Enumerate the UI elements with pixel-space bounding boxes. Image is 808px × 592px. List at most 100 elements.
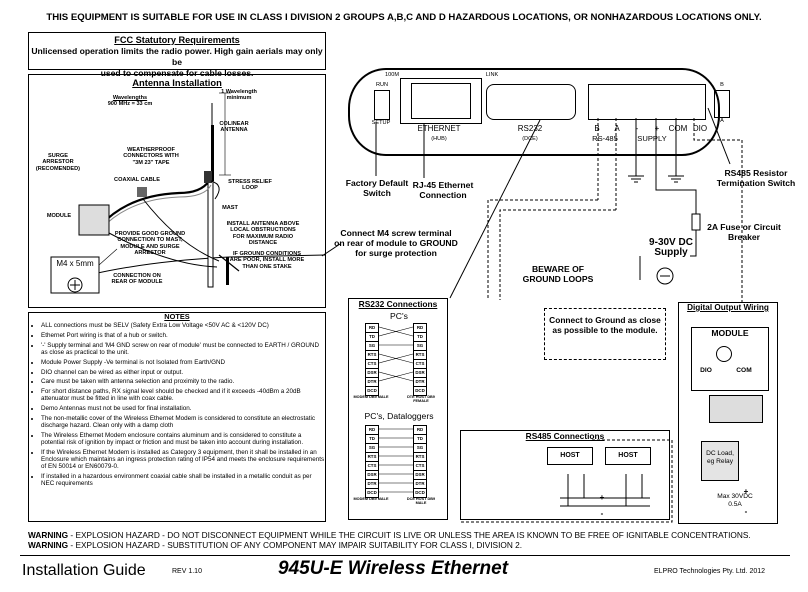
switch-a-label: A (720, 118, 724, 124)
rs485-plus-label: + (599, 493, 605, 502)
product-title: 945U-E Wireless Ethernet (278, 558, 509, 579)
connection-rear-label: CONNECTION ON REAR OF MODULE (111, 273, 163, 286)
pin-label: DCD (365, 488, 379, 498)
transistor-icon (716, 346, 732, 362)
connect-ground-note: Connect to Ground as close as possible t… (544, 308, 666, 360)
digital-module-label: MODULE (711, 328, 749, 338)
note-item: Module Power Supply -Ve terminal is not … (41, 359, 325, 366)
warning-line-2: WARNING - EXPLOSION HAZARD - SUBSTITUTIO… (28, 540, 523, 550)
dc-load: DC Load, eg Relay (701, 441, 739, 481)
fcc-line2: used to compensate for cable losses. (100, 68, 254, 78)
stress-relief-label: STRESS RELIEF LOOP (228, 179, 272, 192)
warnings-block: WARNING - EXPLOSION HAZARD - DO NOT DISC… (28, 530, 788, 550)
fcc-box: FCC Statutory Requirements Unlicensed op… (28, 32, 326, 78)
factory-default-switch[interactable] (374, 90, 390, 120)
max-rating-label: Max 30VDC 0.5A (717, 493, 753, 508)
digital-plus-label: + (743, 487, 749, 496)
antenna-installation-box: Antenna Installation Wavele (28, 74, 326, 308)
rs485-minus-label: - (600, 509, 604, 518)
modem-db9-label: MODEM DB9 MALE (353, 395, 389, 399)
note-item: Ethernet Port wiring is that of a hub or… (41, 332, 325, 339)
digital-heading: Digital Output Wiring (687, 303, 769, 312)
digital-minus-label: - (744, 507, 748, 516)
mast-label: MAST (222, 205, 238, 211)
beware-callout: BEWARE OF GROUND LOOPS (522, 264, 594, 284)
notes-list: ALL connections must be SELV (Safety Ext… (29, 322, 325, 487)
weatherproof-label: WEATHERPROOF CONNECTORS WITH "3M 23" TAP… (123, 147, 179, 166)
rs485-resistor-switch[interactable] (714, 90, 730, 118)
supply-terminal-label: SUPPLY (637, 134, 667, 143)
run-label: RUN (375, 82, 389, 88)
note-item: '-' Supply terminal and 'M4 GND screw on… (41, 342, 325, 356)
ethernet-port[interactable] (400, 78, 482, 124)
colinear-label: COLINEAR ANTENNA (219, 121, 249, 134)
ethernet-label: ETHERNET (417, 124, 461, 133)
pc-label: PC's (390, 311, 408, 321)
dte-host-label: DTE HOST DB9 FEMALE (407, 395, 435, 404)
pc-dataloggers-label: PC's, Dataloggers (364, 411, 434, 421)
footer-divider (20, 555, 790, 556)
installation-guide-title: Installation Guide (22, 562, 146, 579)
warning-line-1: WARNING - EXPLOSION HAZARD - DO NOT DISC… (28, 530, 751, 540)
connect-m4-callout: Connect M4 screw terminal on rear of mod… (334, 228, 458, 258)
rs485-terminal-label: RS-485 (592, 134, 618, 143)
note-item: If the Wireless Ethernet Modem is instal… (41, 449, 325, 471)
link-label: LINK (485, 72, 499, 78)
digital-module: MODULE DIO COM (691, 327, 769, 391)
rs485-heading: RS485 Connections (525, 431, 605, 441)
terminal-a-label: A (614, 124, 620, 133)
rj45-callout: RJ-45 Ethernet Connection (412, 180, 474, 200)
coaxial-label: COAXIAL CABLE (114, 177, 160, 183)
notes-box: NOTES ALL connections must be SELV (Safe… (28, 312, 326, 522)
note-item: For short distance paths, RX signal leve… (41, 388, 325, 402)
rs485-host-1: HOST (547, 447, 593, 465)
m4-screw-label: M4 x 5mm (56, 259, 94, 268)
pin-label: DCD (365, 386, 379, 396)
antenna-heading: Antenna Installation (132, 77, 222, 88)
terminal-dio-label: DIO (692, 124, 708, 133)
modem-device: RUN SETUP 100M LINK ETHERNET (HUB) RS232… (348, 68, 730, 156)
surge-label: SURGE ARRESTOR (RECOMENDED) (35, 153, 81, 172)
pin-label: DCD (413, 386, 427, 396)
module-label: MODULE (46, 213, 72, 219)
hub-label: (HUB) (431, 136, 447, 142)
rs232-label: RS232 (517, 124, 543, 133)
digital-dio-label: DIO (700, 367, 712, 374)
company-label: ELPRO Technologies Pty. Ltd. 2012 (654, 568, 766, 575)
revision-label: REV 1.10 (172, 568, 202, 575)
one-wavelength-label: 1 Wavelength minimum (221, 89, 257, 102)
page-header: THIS EQUIPMENT IS SUITABLE FOR USE IN CL… (46, 12, 762, 23)
fcc-heading: FCC Statutory Requirements (114, 35, 240, 45)
factory-default-callout: Factory Default Switch (345, 178, 409, 198)
dce-label: (DCE) (522, 136, 538, 142)
notes-heading: NOTES (164, 312, 190, 321)
note-item: Demo Antennas must not be used for final… (41, 405, 325, 412)
note-item: If installed in a hazardous environment … (41, 473, 325, 487)
rs232-heading: RS232 Connections (358, 299, 438, 309)
note-item: The Wireless Ethernet Modem enclosure co… (41, 432, 325, 446)
terminal-com-label: COM (668, 124, 688, 133)
dce-host-label: DCE HOST DB9 MALE (406, 497, 436, 506)
modem-db9-label-2: MODEM DB9 MALE (353, 497, 389, 501)
digital-output-box: Digital Output Wiring MODULE DIO COM DC … (678, 302, 778, 524)
terminal-block[interactable] (588, 84, 706, 120)
fuse-callout: 2A Fuse or Circuit Breaker (707, 222, 781, 242)
rs232-port[interactable] (486, 84, 576, 120)
terminal-b-label: B (594, 124, 600, 133)
rs485-connections-box: RS485 Connections HOST HOST + - (460, 430, 670, 520)
colinear-antenna-shape (211, 125, 214, 181)
terminal-plus-label: + (654, 124, 660, 133)
antenna-diagram (50, 92, 325, 294)
note-item: Care must be taken with antenna selectio… (41, 378, 325, 385)
ground-connection-label: PROVIDE GOOD GROUND CONNECTION TO MAST, … (114, 231, 186, 257)
setup-label: SETUP (371, 120, 391, 126)
rs485-resistor-callout: RS485 Resistor Termination Switch (716, 168, 796, 188)
note-item: The non-metallic cover of the Wireless E… (41, 415, 325, 429)
rs485-host-2: HOST (605, 447, 651, 465)
digital-com-label: COM (736, 367, 752, 374)
